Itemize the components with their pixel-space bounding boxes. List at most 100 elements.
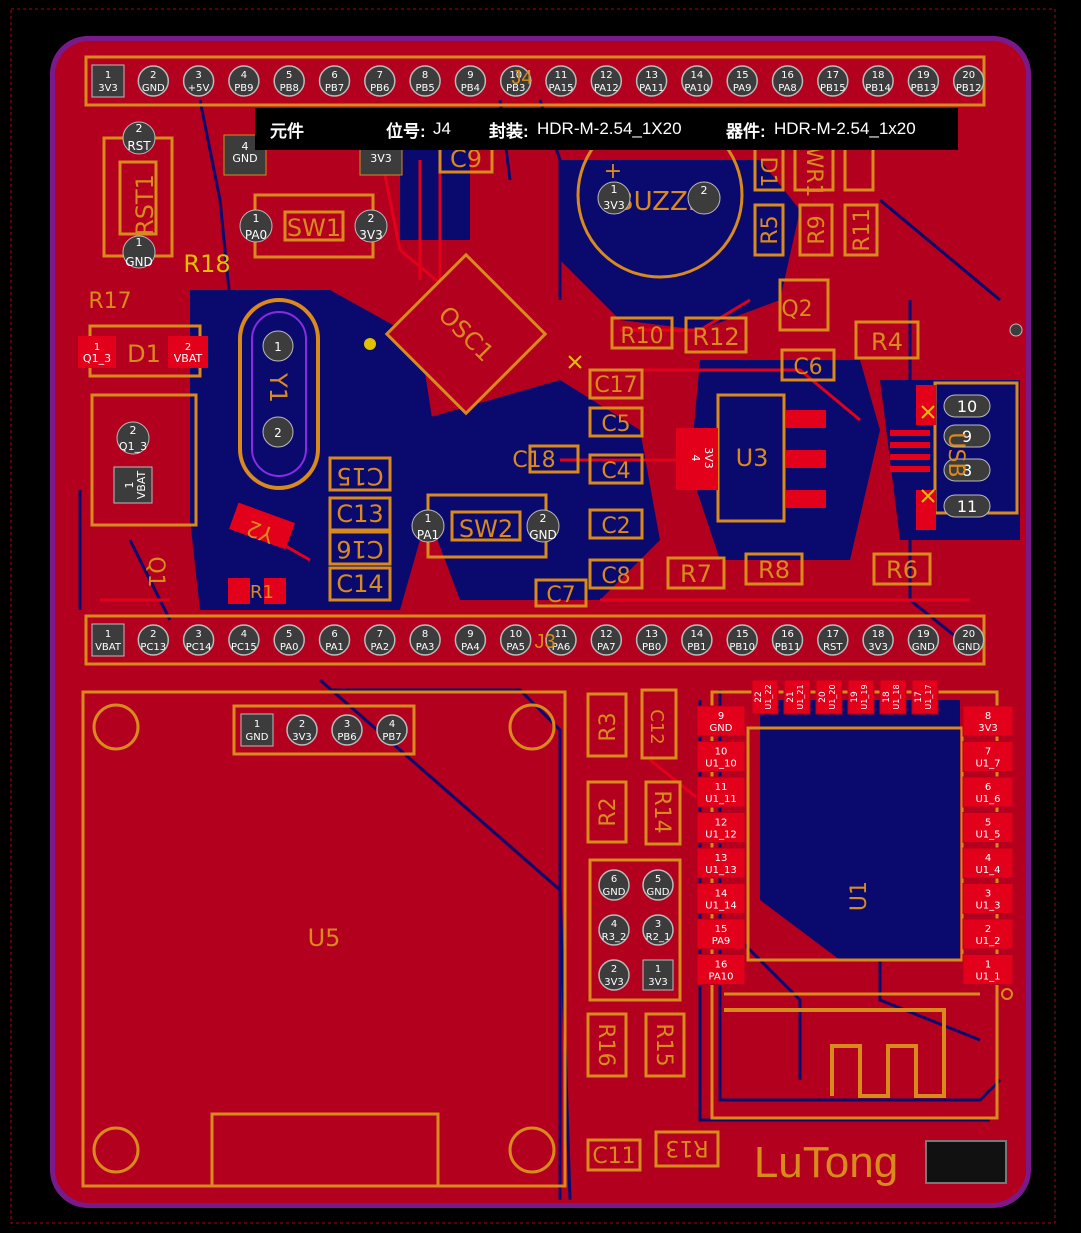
u1-pin-19[interactable] (847, 679, 875, 715)
rb-pin-2[interactable] (598, 959, 630, 991)
j3-pin-17[interactable] (817, 624, 849, 656)
j3-pin-7[interactable] (364, 624, 396, 656)
j4-pin-10[interactable] (499, 65, 532, 97)
j4-pin-13[interactable] (635, 65, 668, 97)
j3-pin-10[interactable] (499, 624, 532, 656)
j3-pin-14[interactable] (681, 624, 713, 656)
u1-pin-5[interactable] (962, 812, 1014, 843)
j4-pin-4[interactable] (228, 65, 260, 97)
svg-text:PB9: PB9 (234, 83, 253, 94)
j3-pin-4[interactable] (228, 624, 260, 656)
u1-pin-13[interactable] (696, 847, 746, 879)
u1-pin-3[interactable] (962, 883, 1014, 914)
j4-pin-7[interactable] (364, 65, 396, 97)
j4-pin-3[interactable] (182, 65, 215, 97)
u1-pin-2[interactable] (962, 918, 1014, 950)
j3-pin-12[interactable] (590, 624, 623, 656)
usb-pin-8[interactable] (943, 458, 991, 482)
j3-pin-18[interactable] (862, 624, 894, 656)
j4-pin-9[interactable] (454, 65, 487, 97)
u1-pin-16[interactable] (696, 954, 746, 985)
j4-pin-8[interactable] (409, 65, 441, 97)
u1-pin-12[interactable] (696, 812, 746, 843)
rb-pin-3[interactable] (642, 914, 674, 946)
j4-pin-5[interactable] (273, 65, 305, 97)
j3-pin-2[interactable] (137, 624, 170, 656)
q1-pad-2[interactable] (116, 421, 150, 455)
j4-pin-18[interactable] (862, 65, 894, 97)
j4-pin-19[interactable] (907, 65, 940, 97)
y2-body[interactable] (229, 502, 295, 550)
svg-text:GND: GND (603, 887, 626, 898)
j3-pin-13[interactable] (635, 624, 668, 656)
d1-pad-1[interactable] (78, 336, 116, 368)
svg-text:22: 22 (754, 691, 764, 702)
u1-pin-17[interactable] (911, 679, 939, 715)
rst-pad-1[interactable] (122, 121, 156, 155)
y1-pad-2[interactable] (262, 416, 294, 448)
oled-pin-2[interactable] (286, 714, 318, 746)
j4-pin-12[interactable] (590, 65, 623, 97)
j3-pin-8[interactable] (409, 624, 441, 656)
j3-pin-11[interactable] (545, 624, 577, 656)
usb-pin-10[interactable] (943, 394, 991, 418)
j4-pin-2[interactable] (137, 65, 170, 97)
j3-pin-3[interactable] (182, 624, 215, 656)
u1-pin-10[interactable] (696, 741, 746, 772)
u1-pin-22[interactable] (751, 679, 779, 715)
u1-pin-20[interactable] (815, 679, 843, 715)
j4-pin-15[interactable] (726, 65, 758, 97)
oled-pin-4[interactable] (376, 714, 408, 746)
sw2-pad-1[interactable] (411, 509, 445, 543)
usb-pin-11[interactable] (943, 494, 991, 518)
u1-pin-21[interactable] (783, 679, 811, 715)
oled-pin-3[interactable] (331, 714, 363, 746)
usb-pin-9[interactable] (943, 424, 991, 448)
u1-pin-8[interactable] (962, 705, 1014, 737)
rb-pin-4[interactable] (598, 914, 630, 946)
rb-pin-6[interactable] (598, 869, 630, 901)
svg-text:8: 8 (422, 70, 428, 81)
u1-pin-18[interactable] (879, 679, 907, 715)
u3-tab-pad[interactable] (676, 428, 718, 490)
u1-pin-15[interactable] (696, 918, 746, 950)
copper-pour-top[interactable] (55, 41, 1026, 1203)
j3-pin-20[interactable] (952, 624, 985, 656)
j3-pin-5[interactable] (273, 624, 305, 656)
y1-pad-1[interactable] (262, 330, 294, 362)
sw1-pad-2[interactable] (354, 209, 388, 243)
d1-pad-2[interactable] (168, 336, 208, 368)
u1-pin-9[interactable] (696, 705, 746, 737)
q1-pad-1[interactable] (113, 466, 153, 504)
u1-pin-14[interactable] (696, 883, 746, 914)
rst-pad-2[interactable] (122, 235, 156, 269)
rb-pin-5[interactable] (642, 869, 674, 901)
j4-pin-20[interactable] (952, 65, 985, 97)
sw1-pad-1[interactable] (239, 209, 273, 243)
j4-pin-17[interactable] (817, 65, 849, 97)
u1-pin-1[interactable] (962, 954, 1014, 985)
u1-pin-7[interactable] (962, 741, 1014, 772)
j4-pin-6[interactable] (318, 65, 351, 97)
u1-pin-6[interactable] (962, 776, 1014, 808)
j4-pin-14[interactable] (681, 65, 713, 97)
svg-text:21: 21 (786, 691, 796, 702)
sw2-pad-2[interactable] (526, 509, 560, 543)
u1-pin-11[interactable] (696, 776, 746, 808)
d1-ref: D1 (127, 340, 161, 368)
j3-pin-15[interactable] (726, 624, 758, 656)
u1-pin-4[interactable] (962, 847, 1014, 879)
buzzer-pad-1[interactable] (597, 181, 631, 215)
j3-pin-19[interactable] (907, 624, 940, 656)
j3-pin-16[interactable] (771, 624, 804, 656)
svg-text:GND: GND (232, 152, 257, 165)
j3-pin-9[interactable] (454, 624, 487, 656)
j4-pin-11[interactable] (545, 65, 577, 97)
osc1-mcu[interactable] (384, 252, 548, 416)
svg-text:3: 3 (655, 919, 661, 930)
svg-text:PA1: PA1 (417, 528, 439, 542)
j3-pin-6[interactable] (318, 624, 351, 656)
j4-pin-16[interactable] (771, 65, 804, 97)
buzzer-pad-2[interactable] (687, 181, 721, 215)
